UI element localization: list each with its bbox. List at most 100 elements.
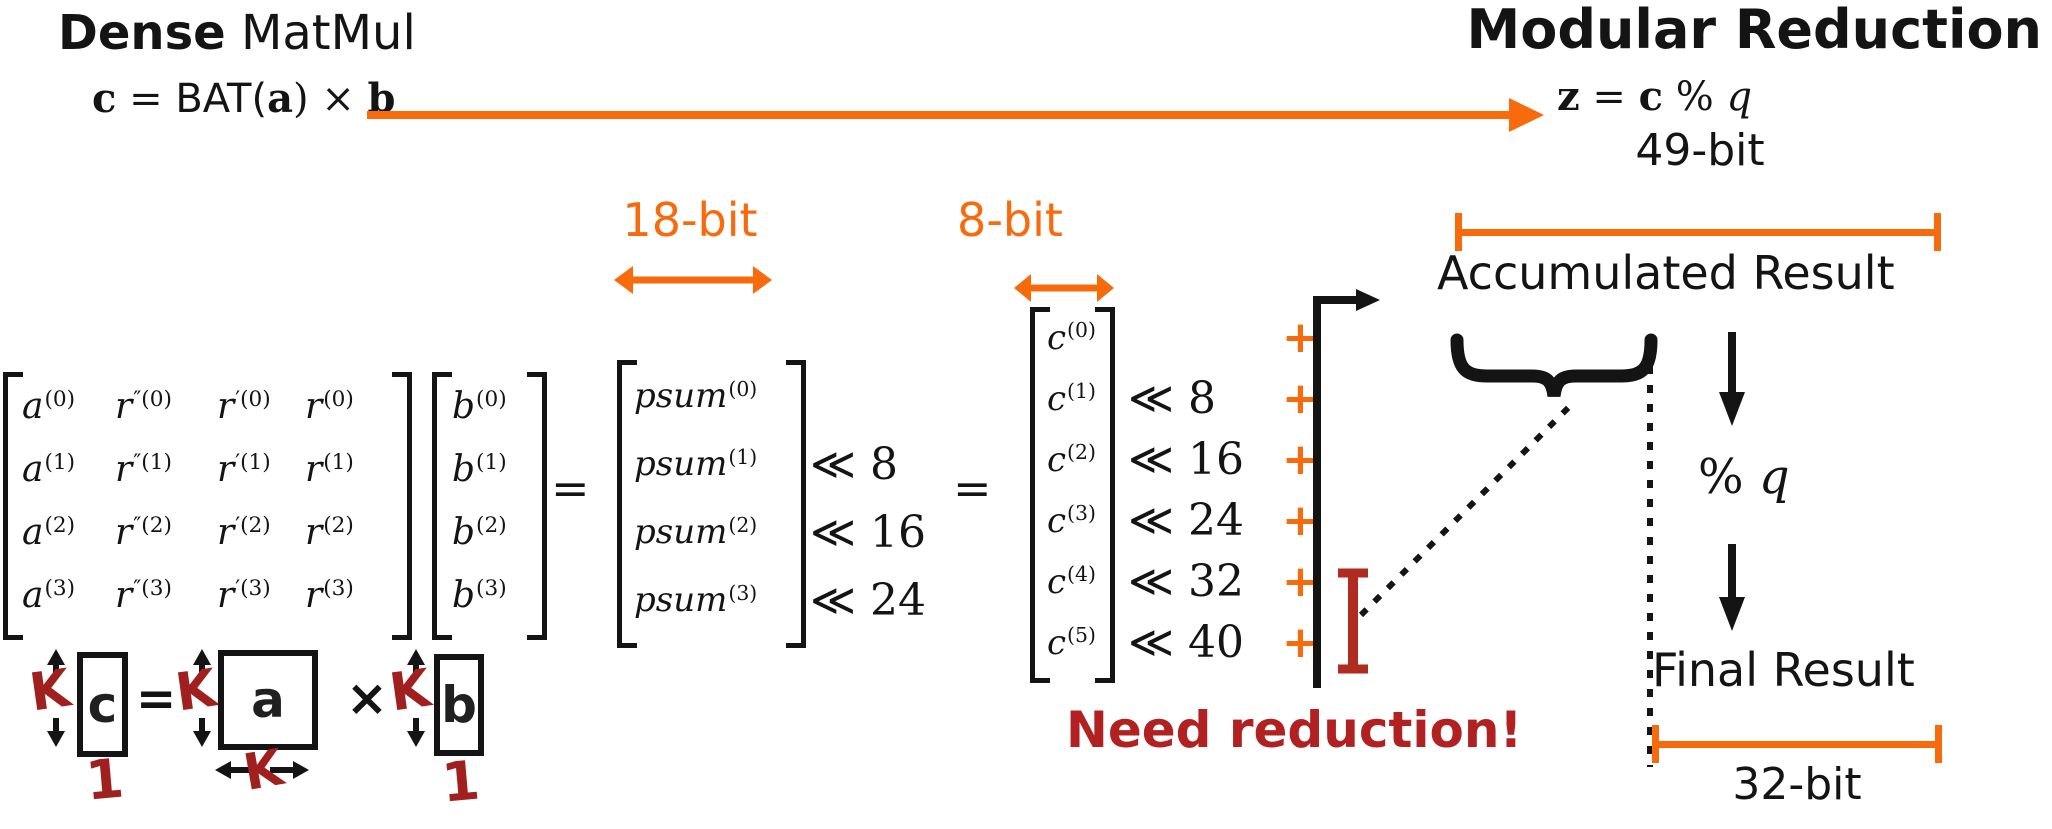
plus-sign: + bbox=[1282, 556, 1319, 607]
plus-sign: + bbox=[1282, 312, 1319, 363]
matrix-a-cell: a(1) bbox=[22, 449, 76, 490]
eq-c2: c bbox=[1638, 73, 1664, 120]
plus-sign: + bbox=[1282, 434, 1319, 485]
vector-b-cell: b(3) bbox=[452, 575, 507, 616]
one-label-c: 1 bbox=[83, 746, 127, 813]
vector-b-cell: b(1) bbox=[452, 449, 507, 490]
double-arrow-8bit bbox=[1014, 274, 1114, 302]
matrix-a-bracket-left bbox=[3, 372, 23, 640]
eq-close-paren: ) bbox=[292, 76, 322, 122]
equation-modular: z = c % q bbox=[1557, 73, 1752, 120]
psum-shift-label: ≪ 16 bbox=[810, 506, 927, 558]
vector-b: b(0) b(1) b(2) b(3) bbox=[452, 375, 522, 627]
bar-49bit bbox=[1455, 229, 1941, 236]
q-symbol: q bbox=[1758, 449, 1790, 505]
hand-times: × bbox=[346, 669, 388, 727]
psum-cell: psum(2) bbox=[634, 512, 758, 552]
k-vertical-arrows-b bbox=[407, 649, 425, 747]
eq-equals: = bbox=[116, 76, 176, 122]
c-vector-cell: c(1) bbox=[1047, 378, 1096, 419]
psum-cell: psum(0) bbox=[634, 376, 758, 416]
k-dim-label-a-rows: K bbox=[171, 658, 221, 724]
matrix-a-cell: r(1) bbox=[305, 449, 354, 490]
c-vector-bracket-right bbox=[1095, 307, 1115, 683]
c-vector-cell: c(0) bbox=[1047, 317, 1096, 358]
matrix-a-cell: r′(3) bbox=[217, 575, 271, 616]
plus-sign: + bbox=[1282, 495, 1319, 546]
matrix-a-cell: r″(1) bbox=[115, 449, 172, 490]
bar-49bit-left-cap bbox=[1455, 213, 1462, 251]
matrix-a-cell: r(3) bbox=[305, 575, 354, 616]
eq-c: c bbox=[92, 75, 117, 122]
k-dim-label-b: K bbox=[385, 658, 435, 724]
eq-z: z bbox=[1557, 73, 1580, 120]
hand-b-label: b bbox=[441, 676, 477, 734]
title-matmul: MatMul bbox=[225, 5, 416, 61]
sum-collector-arrow bbox=[1313, 289, 1380, 688]
title-dense-matmul: Dense MatMul bbox=[58, 8, 416, 58]
c-vector-cell: c(4) bbox=[1047, 561, 1096, 602]
dotted-vertical-guide bbox=[1647, 347, 1653, 767]
matrix-a-cell: r″(2) bbox=[115, 512, 172, 553]
hand-equals: = bbox=[136, 671, 177, 727]
eq-equals2: = bbox=[1579, 74, 1639, 120]
matrix-a-cell: a(3) bbox=[22, 575, 76, 616]
c-vector-cell: c(2) bbox=[1047, 439, 1096, 480]
c-shift-label: ≪ 24 bbox=[1128, 495, 1245, 546]
vector-b-box: b bbox=[434, 654, 484, 756]
label-final-result: Final Result bbox=[1652, 643, 1915, 697]
matrix-a-cell: a(2) bbox=[22, 512, 76, 553]
label-32bit: 32-bit bbox=[1732, 759, 1862, 810]
bar-49bit-right-cap bbox=[1934, 213, 1941, 251]
label-18bit: 18-bit bbox=[622, 193, 758, 247]
matrix-a-cell: r′(1) bbox=[217, 449, 271, 490]
psum-cell: psum(3) bbox=[634, 580, 758, 620]
title-modular-reduction: Modular Reduction bbox=[1466, 0, 2043, 61]
label-mod-q: % q bbox=[1698, 452, 1790, 502]
matrix-a: a(0)r″(0)r′(0)r(0)a(1)r″(1)r′(1)r(1)a(2)… bbox=[22, 375, 391, 627]
warning-need-reduction: Need reduction! bbox=[1066, 701, 1523, 759]
k-vertical-arrows-a bbox=[193, 649, 211, 747]
psum-shift-label: ≪ 24 bbox=[810, 574, 927, 626]
label-accumulated-result: Accumulated Result bbox=[1437, 246, 1895, 300]
c-shift-label: ≪ 32 bbox=[1128, 556, 1245, 607]
matrix-a-bracket-right bbox=[392, 372, 412, 640]
matrix-a-cell: r″(0) bbox=[115, 386, 172, 427]
vector-b-bracket-left bbox=[432, 372, 452, 640]
label-8bit: 8-bit bbox=[957, 193, 1063, 247]
equals-sign-1: = bbox=[551, 461, 590, 515]
hand-c-label: c bbox=[87, 675, 118, 734]
eq-mod: % bbox=[1663, 74, 1727, 120]
k-horizontal-arrows-a bbox=[215, 761, 309, 779]
c-vector-cell: c(5) bbox=[1047, 622, 1096, 663]
matrix-a-cell: a(0) bbox=[22, 386, 76, 427]
dotted-diagonal-guide bbox=[1358, 398, 1578, 618]
equals-sign-2: = bbox=[953, 461, 992, 515]
matrix-a-cell: r(0) bbox=[305, 386, 354, 427]
matrix-a-cell: r′(2) bbox=[217, 512, 271, 553]
vector-b-bracket-right bbox=[527, 372, 547, 640]
vector-b-cell: b(0) bbox=[452, 386, 507, 427]
c-vector-cell: c(3) bbox=[1047, 500, 1096, 541]
bar-32bit-right-cap bbox=[1935, 725, 1942, 763]
down-arrow-2 bbox=[1719, 544, 1745, 631]
hand-a-label: a bbox=[251, 671, 285, 729]
double-arrow-18bit bbox=[614, 266, 772, 294]
flow-arrow bbox=[367, 98, 1544, 132]
overflow-range-marker bbox=[1338, 568, 1368, 674]
plus-sign: + bbox=[1282, 373, 1319, 424]
vector-b-cell: b(2) bbox=[452, 512, 507, 553]
one-label-b: 1 bbox=[439, 748, 483, 815]
c-shift-label: ≪ 40 bbox=[1128, 617, 1245, 668]
vector-c-box: c bbox=[77, 652, 128, 757]
percent-sign: % bbox=[1698, 449, 1759, 505]
bar-32bit bbox=[1652, 741, 1942, 748]
matrix-a-cell: r″(3) bbox=[115, 575, 172, 616]
eq-bat: BAT( bbox=[175, 76, 268, 122]
matrix-a-box: a bbox=[218, 650, 318, 750]
c-shift-label: ≪ 8 bbox=[1128, 373, 1217, 424]
psum-vector: psum(0) psum(1) ≪ 8 psum(2) ≪ 16 psum(3) ≪ 24 bbox=[634, 362, 960, 634]
psum-cell: psum(1) bbox=[634, 444, 758, 484]
psum-shift-label: ≪ 8 bbox=[810, 438, 899, 490]
